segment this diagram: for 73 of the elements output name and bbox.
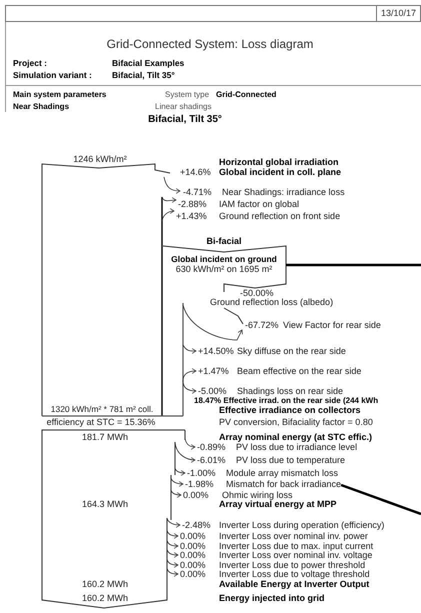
label-text: IAM factor on global (219, 199, 300, 209)
leader-line (340, 484, 421, 516)
subtitle: Bifacial, Tilt 35° (148, 114, 222, 126)
label-text: +14.6% (180, 167, 211, 177)
value-text: Bi-facial (206, 236, 242, 246)
field-text: Grid-Connected (216, 90, 276, 100)
heading-text: Array virtual energy at MPP (219, 499, 337, 509)
label-text: Shadings loss on rear side (237, 386, 344, 396)
value-text: 181.7 MWh (82, 432, 128, 442)
date-text: 13/10/17 (376, 6, 420, 21)
label-text: Ohmic wiring loss (222, 490, 293, 500)
label-text: Mismatch for back irradiance (226, 479, 342, 489)
diagram-title: Grid-Connected System: Loss diagram (106, 37, 314, 51)
label-text: -0.89% (197, 442, 226, 452)
label-text: 0.00% (180, 550, 206, 560)
label-text: 0.00% (180, 560, 206, 570)
field-text: Simulation variant : (13, 70, 92, 80)
header-bar (5, 5, 421, 22)
value-text: 1246 kWh/m² (73, 154, 127, 164)
label-text: 0.00% (180, 531, 206, 541)
field-label: Linear shadings (155, 102, 212, 112)
label-text: PV loss due to irradiance level (236, 442, 358, 452)
label-text: -50.00% (240, 288, 274, 298)
label-text: Near Shadings: irradiance loss (222, 187, 345, 197)
heading-text: Available Energy at Inverter Output (219, 579, 370, 589)
label-text: -4.71% (183, 187, 212, 197)
label-text: -67.72% (245, 320, 279, 330)
label-text: Ground reflection loss (albedo) (210, 297, 334, 307)
heading-text: Energy injected into grid (219, 593, 325, 603)
heading-text: Global incident in coll. plane (219, 167, 342, 177)
label-text: -5.00% (198, 386, 227, 396)
label-text: 0.00% (180, 569, 206, 579)
label-text: -1.98% (185, 479, 214, 489)
label-text: Inverter Loss due to voltage threshold (219, 569, 370, 579)
label-text: Inverter Loss over nominal inv. voltage (219, 550, 372, 560)
label-text: Inverter Loss due to power threshold (219, 560, 366, 570)
field-text: Bifacial Examples (112, 58, 184, 68)
label-text: efficiency at STC = 15.36% (46, 417, 156, 427)
label-text: Module array mismatch loss (226, 468, 338, 478)
field-text: Bifacial, Tilt 35° (112, 70, 175, 80)
label-text: Beam effective on the rear side (237, 366, 362, 376)
heading-text: 18.47% Effective irrad. on the rear side (244 kWh (194, 396, 378, 406)
label-text: +1.47% (198, 366, 229, 376)
label-text: PV loss due to temperature (236, 455, 346, 465)
label-text: -6.01% (197, 455, 226, 465)
value-text: Global incident on ground (171, 254, 277, 264)
field-label: System type (165, 90, 210, 100)
field-text: Project : (13, 58, 48, 68)
value-text: 1320 kWh/m² * 781 m² coll. (50, 404, 154, 414)
label-text: Ground reflection on front side (219, 211, 340, 221)
heading-text: Effective irradiance on collectors (219, 405, 361, 415)
field-text: Near Shadings (13, 102, 70, 112)
label-text: View Factor for rear side (283, 320, 381, 330)
leader-line (286, 264, 421, 266)
label-text: 0.00% (183, 490, 209, 500)
label-text: Sky diffuse on the rear side (237, 346, 346, 356)
heading-text: Array nominal energy (at STC effic.) (219, 432, 372, 442)
label-text: -2.48% (182, 520, 211, 530)
label-text: -1.00% (187, 468, 216, 478)
label-text: 0.00% (180, 541, 206, 551)
value-text: 630 kWh/m² on 1695 m² (176, 264, 272, 274)
label-text: +1.43% (176, 211, 207, 221)
value-text: 164.3 MWh (82, 499, 128, 509)
label-text: -2.88% (178, 199, 207, 209)
label-text: Inverter Loss during operation (efficiency) (219, 520, 384, 530)
value-text: 160.2 MWh (82, 593, 128, 603)
label-text: Inverter Loss due to max. input current (219, 541, 374, 551)
value-text: 160.2 MWh (82, 579, 128, 589)
field-text: Main system parameters (13, 90, 106, 100)
label-text: Inverter Loss over nominal inv. power (219, 531, 368, 541)
label-text: +14.50% (198, 346, 234, 356)
heading-text: Horizontal global irradiation (219, 157, 339, 167)
label-text: PV conversion, Bifaciality factor = 0.80 (219, 417, 373, 427)
